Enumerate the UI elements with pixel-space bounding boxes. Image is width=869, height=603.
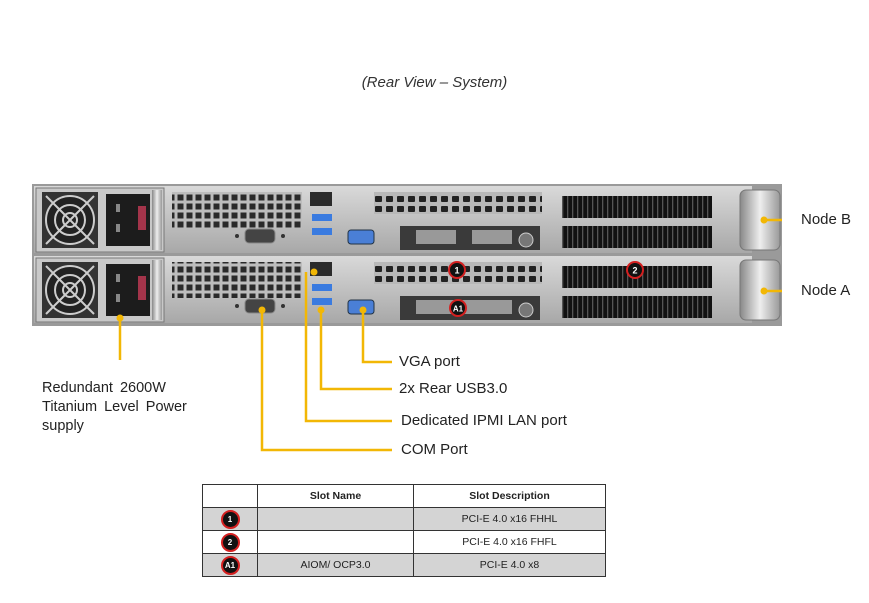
slot-description-cell: PCI-E 4.0 x8: [413, 553, 606, 577]
usb-callout-line: [319, 310, 392, 391]
psu-label-line: supply: [42, 418, 84, 434]
marker-slot-2: 2: [626, 261, 644, 279]
ipmi-lan-label: Dedicated IPMI LAN port: [401, 412, 567, 429]
slot1-bracket-top: [374, 192, 542, 214]
slot-table: Slot Name Slot Description 1 PCI-E 4.0 x…: [202, 484, 606, 577]
table-row: 2 PCI-E 4.0 x16 FHFL: [202, 530, 606, 554]
node-a-label: Node A: [801, 282, 851, 299]
vga-callout-line: [361, 310, 392, 364]
slot2-fins-bottom-lower: [562, 296, 712, 318]
slot-name-cell: [257, 530, 414, 554]
ipmi-lan-top: [310, 192, 332, 206]
server-rear-chassis: 1 2 A1: [32, 184, 782, 326]
slot-badge: 2: [220, 532, 240, 552]
usb-bottom: [312, 284, 332, 305]
marker-slot-1: 1: [448, 261, 466, 279]
slot-name-cell: AIOM/ OCP3.0: [257, 553, 414, 577]
com-callout-line: [260, 310, 392, 452]
vga-port-label: VGA port: [399, 353, 460, 370]
psu-bottom: [35, 257, 165, 323]
table-header-row: Slot Name Slot Description: [202, 484, 606, 508]
table-row: 1 PCI-E 4.0 x16 FHHL: [202, 507, 606, 531]
vent-top: [172, 192, 302, 228]
slot2-fins-top-lower: [562, 226, 712, 248]
vent-bottom: [172, 262, 302, 298]
table-header-badge: [202, 484, 258, 508]
svg-text:A1: A1: [453, 305, 464, 314]
svg-text:1: 1: [454, 266, 459, 276]
slot-badge: A1: [220, 555, 240, 575]
slot-badge: 1: [220, 509, 240, 529]
slot-name-cell: [257, 507, 414, 531]
slot-description-cell: PCI-E 4.0 x16 FHFL: [413, 530, 606, 554]
usb-label: 2x Rear USB3.0: [399, 380, 508, 397]
table-header-slot-name: Slot Name: [257, 484, 414, 508]
figure-subtitle: (Rear View – System): [361, 74, 508, 91]
com-port-label: COM Port: [401, 441, 468, 458]
table-row: A1 AIOM/ OCP3.0 PCI-E 4.0 x8: [202, 553, 606, 577]
psu-label-line: Titanium Level Power: [42, 399, 187, 415]
vga-port-top: [347, 229, 375, 245]
aiom-top: [400, 226, 540, 250]
ipmi-callout-line: [304, 272, 392, 423]
table-header-slot-description: Slot Description: [413, 484, 606, 508]
com-port-top: [235, 228, 285, 244]
usb-top: [312, 214, 332, 235]
vga-port-bottom: [347, 299, 375, 315]
marker-slot-a1: A1: [449, 299, 467, 317]
psu-label-line: Redundant 2600W: [42, 380, 166, 396]
slot-description-cell: PCI-E 4.0 x16 FHHL: [413, 507, 606, 531]
psu-top: [35, 187, 165, 253]
com-port-bottom: [235, 298, 285, 314]
psu-label: Redundant 2600W Titanium Level Power sup…: [42, 379, 187, 436]
slot2-fins-top-upper: [562, 196, 712, 218]
svg-text:2: 2: [632, 266, 637, 276]
node-b-label: Node B: [801, 211, 852, 228]
